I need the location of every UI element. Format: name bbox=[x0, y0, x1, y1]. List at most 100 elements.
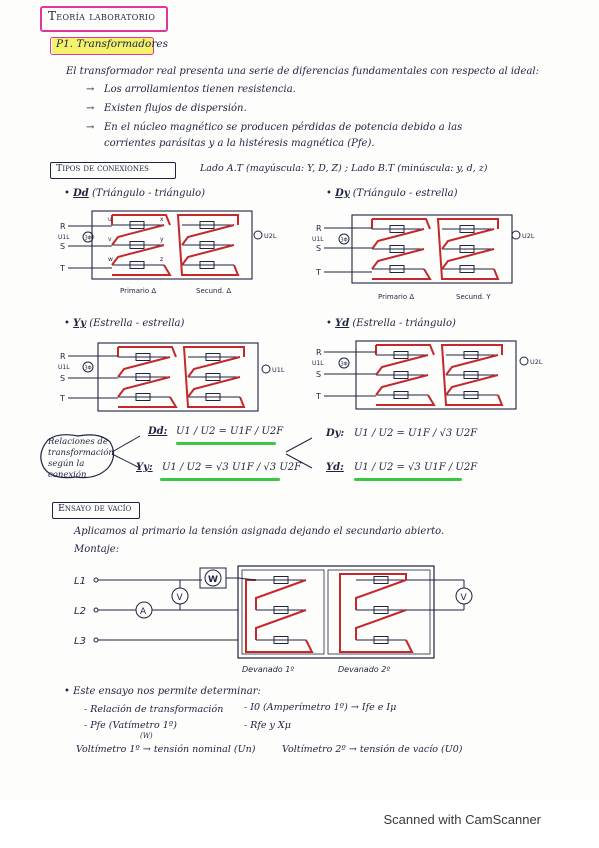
vacio-V1: V bbox=[177, 593, 184, 603]
rel-yy-underline bbox=[160, 478, 280, 481]
vacio-line: Aplicamos al primario la tensión asignad… bbox=[74, 526, 445, 537]
dd-y: y bbox=[160, 236, 164, 243]
yd-source: 3Φ bbox=[341, 362, 348, 368]
permite-item-6: Voltímetro 2º → tensión de vacío (U0) bbox=[282, 744, 463, 755]
bullet-arrow-3: → bbox=[86, 122, 95, 133]
yy-T: T bbox=[59, 394, 65, 403]
bullet-arrow-1: → bbox=[86, 84, 95, 95]
vacio-circuit: L1 L2 L3 W A V bbox=[74, 565, 473, 674]
yy-code: Yy bbox=[73, 318, 87, 329]
bullet-2: Existen flujos de dispersión. bbox=[104, 103, 247, 114]
permite-item-3: - Pfe (Vatímetro 1º) bbox=[84, 720, 177, 731]
section-label: P1. Transformadores bbox=[56, 38, 168, 50]
dy-T: T bbox=[315, 268, 321, 277]
yy-source: 3Φ bbox=[85, 366, 92, 372]
yy-heading: • Yy (Estrella - estrella) bbox=[64, 318, 185, 329]
rel-dy-code: Dy: bbox=[326, 428, 345, 439]
permite-item-1: - Relación de transformación bbox=[84, 704, 224, 715]
dd-u1l: U1L bbox=[58, 234, 70, 241]
yd-S: S bbox=[316, 370, 321, 379]
rel-yd-code: Yd: bbox=[326, 462, 344, 473]
dd-code: Dd bbox=[73, 188, 89, 199]
rel-dd-underline bbox=[176, 442, 276, 445]
bullet-1: Los arrollamientos tienen resistencia. bbox=[104, 84, 296, 95]
rel-yd-underline bbox=[354, 478, 462, 481]
vacio-V2: V bbox=[461, 593, 468, 603]
section-highlight bbox=[52, 38, 154, 54]
dy-R: R bbox=[316, 224, 322, 233]
bullet-3a: En el núcleo magnético se producen pérdi… bbox=[104, 122, 463, 133]
relations-cloud bbox=[40, 434, 115, 479]
connections-sides: Lado A.T (mayúscula: Y, D, Z) ; Lado B.T… bbox=[200, 163, 488, 174]
connections-label: Tipos de conexiones bbox=[56, 163, 149, 174]
bullet-arrow-2: → bbox=[86, 103, 95, 114]
title-box bbox=[40, 6, 168, 32]
dd-R: R bbox=[60, 222, 66, 231]
yd-desc: (Estrella - triángulo) bbox=[352, 318, 456, 329]
permite-line: Este ensayo nos permite determinar: bbox=[73, 686, 261, 697]
section-box bbox=[50, 37, 154, 55]
connection-diagrams: R S T 3Φ U1L U2L u v w x y z Primario Δ … bbox=[58, 195, 543, 615]
rel-yd-formula: U1 / U2 = √3 U1F / U2F bbox=[354, 462, 478, 473]
dd-u: u bbox=[108, 216, 112, 223]
dd-secund: Secund. Δ bbox=[196, 287, 231, 295]
dy-u1l: U1L bbox=[312, 236, 324, 243]
page-title: Teoría laboratorio bbox=[48, 9, 156, 23]
yy-S: S bbox=[60, 374, 65, 383]
permite-item-4: - Rfe y Xμ bbox=[244, 720, 291, 731]
dy-desc: (Triángulo - estrella) bbox=[352, 188, 458, 199]
connections-box bbox=[50, 162, 176, 179]
yy-u2l: U1L bbox=[272, 366, 285, 374]
dy-secund: Secund. Y bbox=[456, 293, 491, 301]
yy-u1l: U1L bbox=[58, 364, 70, 371]
dd-S: S bbox=[60, 242, 65, 251]
yd-R: R bbox=[316, 348, 322, 357]
vacio-L3: L3 bbox=[74, 636, 86, 647]
permite-item-3-sub: (W) bbox=[140, 732, 153, 740]
yy-desc: (Estrella - estrella) bbox=[89, 318, 185, 329]
notebook-page: Teoría laboratorio P1. Transformadores E… bbox=[40, 6, 543, 755]
vacio-A: A bbox=[140, 607, 147, 617]
vacio-dev2: Devanado 2º bbox=[338, 665, 390, 674]
dd-heading: • Dd (Triángulo - triángulo) bbox=[64, 188, 206, 199]
dy-heading: • Dy (Triángulo - estrella) bbox=[326, 188, 458, 199]
rel-yy-formula: U1 / U2 = √3 U1F / √3 U2F bbox=[162, 462, 302, 473]
dy-primario: Primario Δ bbox=[378, 293, 414, 301]
dd-u2l: U2L bbox=[264, 232, 277, 240]
rel-dd-formula: U1 / U2 = U1F / U2F bbox=[176, 426, 284, 437]
relations-cloud-text: Relaciones de transformación según la co… bbox=[48, 437, 114, 480]
yd-T: T bbox=[315, 392, 321, 401]
dd-desc: (Triángulo - triángulo) bbox=[91, 188, 206, 199]
scanner-watermark: Scanned with CamScanner bbox=[383, 812, 541, 827]
dd-v: v bbox=[108, 236, 112, 243]
relations-brace bbox=[111, 435, 313, 469]
dy-u2l: U2L bbox=[522, 232, 535, 240]
yd-code: Yd bbox=[335, 318, 350, 329]
dd-x: x bbox=[160, 216, 164, 223]
vacio-L2: L2 bbox=[74, 606, 86, 617]
intro-line: El transformador real presenta una serie… bbox=[66, 66, 539, 77]
vacio-label: Ensayo de vacío bbox=[58, 503, 132, 514]
dy-source: 3Φ bbox=[341, 238, 348, 244]
permite-item-5: Voltímetro 1º → tensión nominal (Un) bbox=[76, 744, 256, 755]
yd-u2l: U2L bbox=[530, 358, 543, 366]
yd-u1l: U1L bbox=[312, 360, 324, 367]
vacio-dev1: Devanado 1º bbox=[242, 665, 294, 674]
permite-item-2: - I0 (Amperímetro 1º) → Ife e Iμ bbox=[244, 702, 397, 713]
rel-dd-code: Dd: bbox=[148, 426, 168, 437]
rel-yy-code: Yy: bbox=[136, 462, 153, 473]
vacio-W: W bbox=[208, 575, 218, 585]
yd-heading: • Yd (Estrella - triángulo) bbox=[326, 318, 456, 329]
permite-heading: • Este ensayo nos permite determinar: bbox=[64, 686, 261, 697]
dy-S: S bbox=[316, 244, 321, 253]
dd-z: z bbox=[160, 256, 163, 263]
vacio-L1: L1 bbox=[74, 576, 86, 587]
vacio-montaje: Montaje: bbox=[74, 544, 120, 555]
bullet-3b: corrientes parásitas y a la histéresis m… bbox=[104, 138, 375, 149]
dd-T: T bbox=[59, 264, 65, 273]
vacio-box bbox=[52, 502, 140, 519]
dy-code: Dy bbox=[335, 188, 350, 199]
dd-w: w bbox=[108, 256, 113, 263]
yy-R: R bbox=[60, 352, 66, 361]
rel-dy-formula: U1 / U2 = U1F / √3 U2F bbox=[354, 428, 478, 439]
